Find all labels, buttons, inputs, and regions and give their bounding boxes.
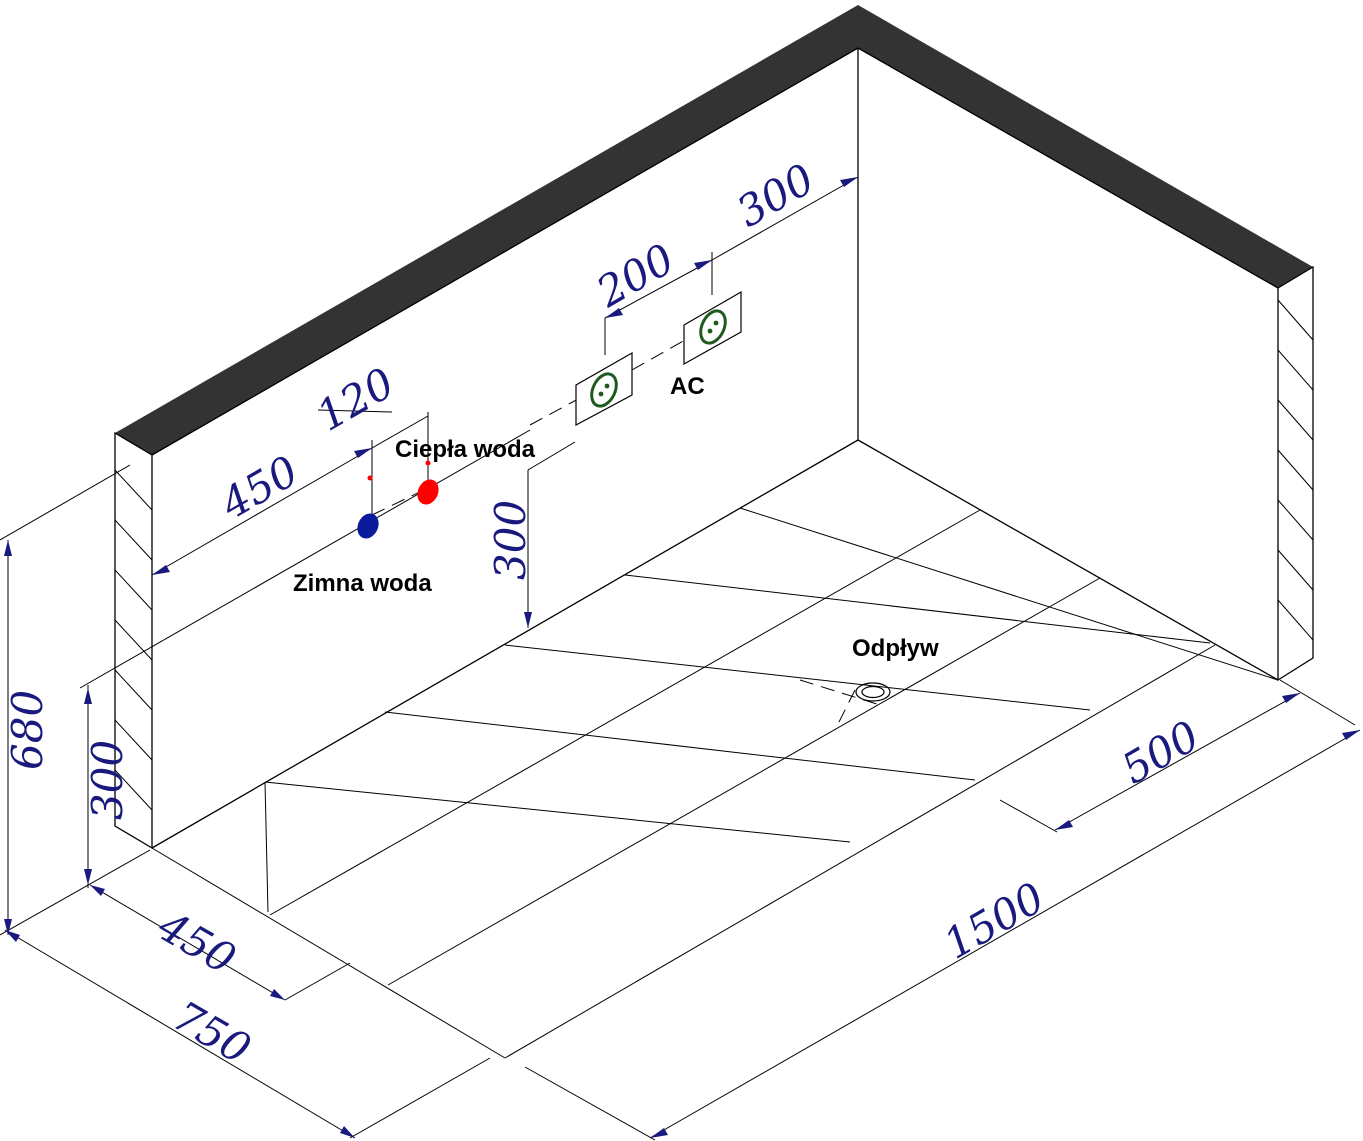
drain-icon: [855, 682, 891, 702]
socket-left: [575, 351, 633, 427]
dim-depth-750: 750: [165, 991, 259, 1074]
dim-socket-spacing-200: 200: [588, 234, 683, 317]
socket-right: [683, 290, 742, 366]
right-wall-section: [1277, 265, 1314, 682]
drain-label: Odpływ: [852, 635, 939, 662]
back-wall-top: [115, 5, 1313, 455]
dim-height-socket: 300: [486, 500, 535, 580]
dim-water-offset-450: 450: [212, 446, 307, 529]
dim-drain-500: 500: [1114, 711, 1208, 794]
wall-outlines: [114, 47, 1314, 850]
cold-water-label: Zimna woda: [293, 570, 432, 597]
dimension-lines: [0, 176, 1361, 1141]
dimension-arrows: [4, 177, 1360, 1138]
dim-height-water-left: 300: [83, 740, 132, 820]
dim-depth-450: 450: [149, 901, 244, 984]
floor-tile-grid: [151, 507, 1279, 1059]
dim-height-total: 680: [3, 690, 52, 770]
dim-length-1500: 1500: [936, 873, 1053, 969]
dim-water-spacing-120: 120: [309, 358, 403, 441]
ac-label: AC: [670, 373, 705, 400]
hot-water-outlet-icon: [417, 479, 439, 505]
hot-water-label: Ciepła woda: [395, 436, 536, 463]
cold-water-outlet-icon: [357, 513, 379, 539]
wall-hatching: [114, 299, 1314, 811]
